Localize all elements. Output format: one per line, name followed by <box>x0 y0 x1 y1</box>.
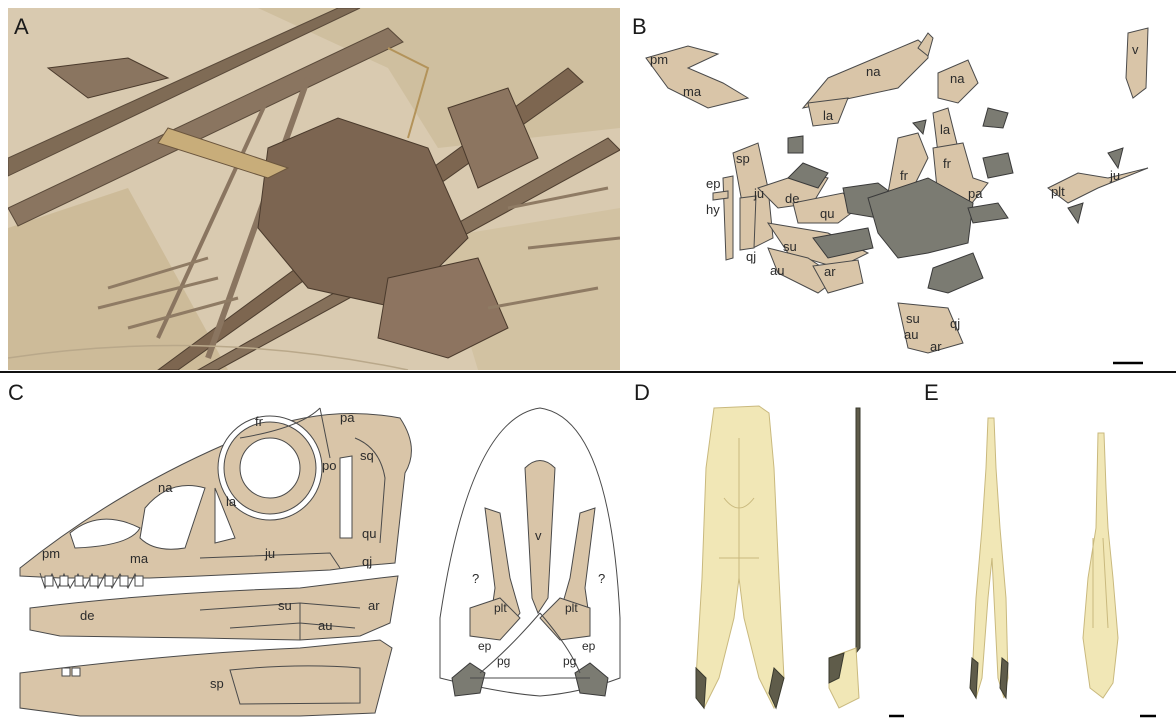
label-b-na2: na <box>950 71 965 86</box>
label-b-plt: plt <box>1051 184 1065 199</box>
label-b-qj2: qj <box>950 316 960 331</box>
skull-interpretive-drawing: pm ma na la na la v sp fr fr ep ju de hy… <box>628 8 1168 370</box>
label-c-na: na <box>158 480 173 495</box>
label-c-ju: ju <box>264 546 275 561</box>
label-b-au2: au <box>904 327 918 342</box>
label-b-la2: la <box>940 122 951 137</box>
panel-b-label: B <box>632 14 647 40</box>
label-b-au1: au <box>770 263 784 278</box>
panel-d: D <box>634 378 906 718</box>
label-b-pa: pa <box>968 186 983 201</box>
label-b-de: de <box>785 191 799 206</box>
label-c-sq: sq <box>360 448 374 463</box>
label-c-de: de <box>80 608 94 623</box>
label-b-fr2: fr <box>943 156 952 171</box>
label-b-su2: su <box>906 311 920 326</box>
label-c-po: po <box>322 458 336 473</box>
label-c-ep1: ep <box>478 639 492 653</box>
label-b-ar2: ar <box>930 339 942 354</box>
ct-render-d <box>634 378 906 718</box>
label-b-qu: qu <box>820 206 834 221</box>
label-b-hy: hy <box>706 202 720 217</box>
panel-a: A <box>8 8 620 370</box>
label-b-fr1: fr <box>900 168 909 183</box>
fossil-photo <box>8 8 620 370</box>
label-b-ma: ma <box>683 84 702 99</box>
panel-c: fr pa po sq na la pm ma ju qu qj de su a… <box>0 378 630 718</box>
label-c-ar: ar <box>368 598 380 613</box>
label-c-q2: ? <box>598 571 605 586</box>
panel-e: E <box>918 378 1174 718</box>
label-c-ep2: ep <box>582 639 596 653</box>
ct-render-e <box>918 378 1174 718</box>
label-c-ma: ma <box>130 551 149 566</box>
label-b-pm: pm <box>650 52 668 67</box>
panel-d-label: D <box>634 380 650 406</box>
label-b-na1: na <box>866 64 881 79</box>
label-b-la1: la <box>823 108 834 123</box>
label-b-v: v <box>1132 42 1139 57</box>
panel-divider <box>0 371 1176 373</box>
label-c-pm: pm <box>42 546 60 561</box>
label-c-au: au <box>318 618 332 633</box>
label-c-la: la <box>226 494 237 509</box>
label-c-qu: qu <box>362 526 376 541</box>
label-c-q1: ? <box>472 571 479 586</box>
label-c-plt2: plt <box>565 601 578 615</box>
label-c-pg2: pg <box>563 654 576 668</box>
label-c-sp: sp <box>210 676 224 691</box>
label-c-su: su <box>278 598 292 613</box>
label-b-ju2: ju <box>1109 168 1120 183</box>
panel-a-label: A <box>14 14 29 40</box>
panel-c-label: C <box>8 380 24 406</box>
label-c-pg1: pg <box>497 654 510 668</box>
label-c-qj: qj <box>362 554 372 569</box>
label-b-qj1: qj <box>746 249 756 264</box>
label-c-v: v <box>535 528 542 543</box>
label-b-su1: su <box>783 239 797 254</box>
label-c-pa: pa <box>340 410 355 425</box>
label-c-plt1: plt <box>494 601 507 615</box>
label-c-fr: fr <box>255 414 264 429</box>
label-b-ar1: ar <box>824 264 836 279</box>
panel-e-label: E <box>924 380 939 406</box>
label-b-sp: sp <box>736 151 750 166</box>
label-b-ep: ep <box>706 176 720 191</box>
panel-b: pm ma na la na la v sp fr fr ep ju de hy… <box>628 8 1168 370</box>
skull-reconstruction: fr pa po sq na la pm ma ju qu qj de su a… <box>0 378 630 718</box>
label-b-ju1: ju <box>753 186 764 201</box>
